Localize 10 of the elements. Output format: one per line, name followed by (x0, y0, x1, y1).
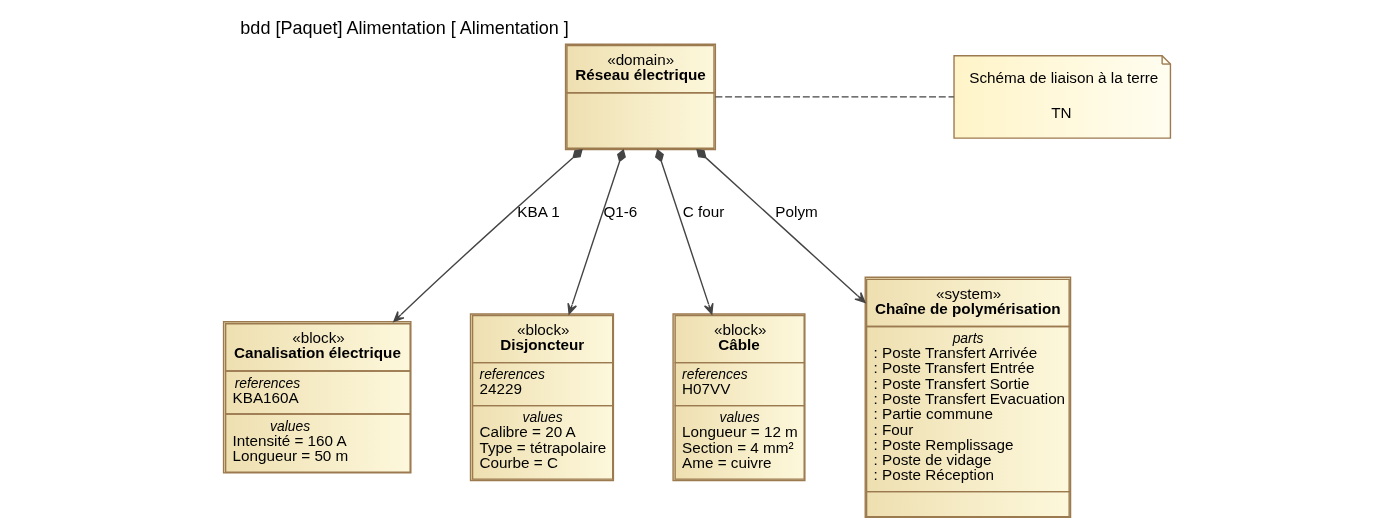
arrow (654, 148, 714, 315)
edge-label: Polym (774, 203, 818, 221)
edge-label: KBA 1 (516, 203, 560, 221)
connector (714, 96, 955, 98)
arrow (566, 148, 626, 315)
diagram-title: bdd [Paquet] Alimentation [ Alimentation ] (239, 17, 569, 38)
arrow (695, 148, 866, 304)
edge-label: Q1-6 (602, 203, 637, 221)
edge-label: C four (682, 203, 724, 221)
arrow (392, 149, 583, 323)
